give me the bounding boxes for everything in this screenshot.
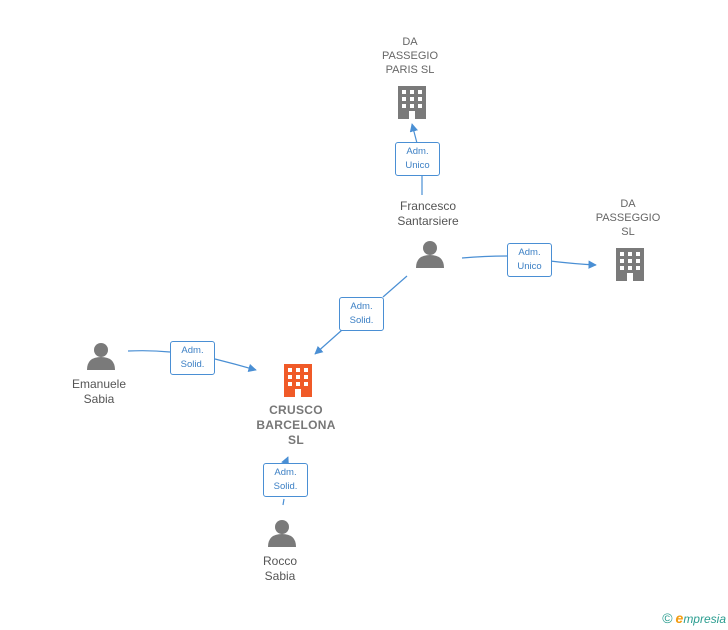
edge-label-francesco-crusco[interactable]: Adm. Solid. — [339, 297, 384, 331]
person-label-emanuele[interactable]: Emanuele Sabia — [71, 377, 127, 406]
edge-rocco-crusco — [283, 457, 288, 506]
brand-name: mpresia — [683, 612, 726, 626]
building-icon[interactable] — [616, 248, 644, 281]
edge-francesco-passeggio — [461, 255, 596, 265]
person-icon[interactable] — [87, 343, 115, 370]
edge-emanuele-crusco — [127, 350, 256, 370]
person-icon[interactable] — [416, 241, 444, 268]
edge-label-francesco-paris[interactable]: Adm. Unico — [395, 142, 440, 176]
edge-label-francesco-passeggio[interactable]: Adm. Unico — [507, 243, 552, 277]
company-label-crusco-barcelona[interactable]: CRUSCO BARCELONA SL — [256, 403, 336, 447]
brand-initial: e — [675, 610, 684, 626]
person-icon[interactable] — [268, 520, 296, 547]
person-label-rocco[interactable]: Rocco Sabia — [262, 554, 297, 583]
edge-label-emanuele-crusco[interactable]: Adm. Solid. — [170, 341, 215, 375]
edge-label-rocco-crusco[interactable]: Adm. Solid. — [263, 463, 308, 497]
building-icon[interactable] — [398, 86, 426, 119]
company-label-da-passeggio[interactable]: DA PASSEGGIO SL — [595, 198, 661, 238]
edge-francesco-crusco — [315, 275, 408, 354]
empresia-brand[interactable]: ©empresia — [662, 610, 726, 626]
building-icon[interactable] — [284, 364, 312, 397]
company-label-da-passegio-paris[interactable]: DA PASSEGIO PARIS SL — [381, 36, 439, 76]
copyright-icon: © — [662, 610, 673, 626]
person-label-francesco[interactable]: Francesco Santarsiere — [397, 199, 459, 228]
